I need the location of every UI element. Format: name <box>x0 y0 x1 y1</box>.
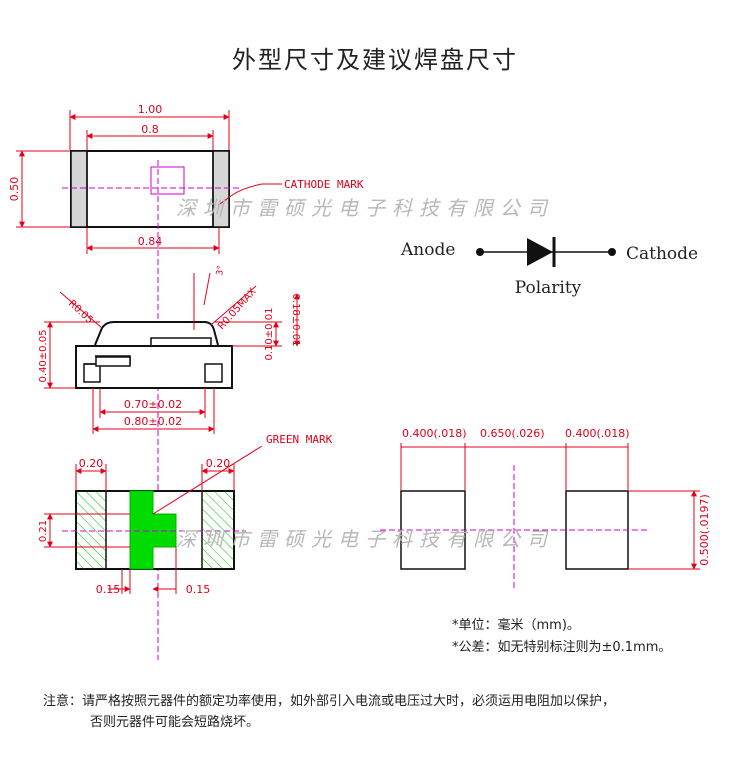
pad-dim-right: 0.400(.018) <box>565 427 630 440</box>
green-mark-label: GREEN MARK <box>266 433 333 446</box>
pad-dim-height: 0.500(.0197) <box>698 494 711 566</box>
dim-height: 0.50 <box>8 177 21 202</box>
bottom-view: GREEN MARK 0.20 0.20 0.21 0.15 0.15 <box>38 433 333 596</box>
dim-total-length: 1.00 <box>138 103 163 116</box>
dim-015-left: 0.15 <box>96 583 121 596</box>
watermark-top: 深圳市雷硕光电子科技有限公司 <box>176 196 554 220</box>
tolerance-note: *公差：如无特别标注则为±0.1mm。 <box>452 640 672 655</box>
dim-total-height: 0.40±0.05 <box>38 330 49 383</box>
cathode-mark-label: CATHODE MARK <box>284 178 364 191</box>
dim-angle: 3° <box>215 265 227 277</box>
recommended-pad-layout: 0.400(.018) 0.650(.026) 0.400(.018) 0.50… <box>380 427 711 590</box>
page-title: 外型尺寸及建议焊盘尺寸 <box>232 46 518 74</box>
dim-body-height: 0.18±0.01 <box>290 294 301 347</box>
polarity-label: Polarity <box>515 278 582 298</box>
dim-pad-left: 0.20 <box>79 457 104 470</box>
pad-dim-left: 0.400(.018) <box>402 427 467 440</box>
dim-015-right: 0.15 <box>186 583 211 596</box>
anode-label: Anode <box>400 240 455 260</box>
warning-line-1: 注意：请严格按照元器件的额定功率使用，如外部引入电流或电压过大时，必须运用电阻加… <box>43 694 616 709</box>
warning-line-2: 否则元器件可能会短路烧坏。 <box>90 715 260 730</box>
unit-note: *单位：毫米（mm)。 <box>452 618 580 633</box>
cathode-label: Cathode <box>626 244 698 264</box>
dim-070: 0.70±0.02 <box>124 398 182 411</box>
polarity-symbol: Anode Cathode Polarity <box>400 237 698 298</box>
side-view: R0.05 R0.05MAX 3° 0.40±0.05 0.10±0.01 0.… <box>38 265 301 434</box>
top-view: 1.00 0.8 0.50 0.84 CATHODE MARK <box>8 103 364 660</box>
dim-080: 0.80±0.02 <box>124 415 182 428</box>
dim-inner-length: 0.8 <box>141 123 159 136</box>
dim-021: 0.21 <box>38 520 49 542</box>
watermark-bottom: 深圳市雷硕光电子科技有限公司 <box>176 527 554 551</box>
pad-dim-middle: 0.650(.026) <box>480 427 545 440</box>
dim-r-right: R0.05MAX <box>216 286 259 332</box>
dim-bottom: 0.84 <box>138 235 163 248</box>
dim-lens-height: 0.10±0.01 <box>264 308 275 361</box>
dim-pad-right: 0.20 <box>206 457 231 470</box>
